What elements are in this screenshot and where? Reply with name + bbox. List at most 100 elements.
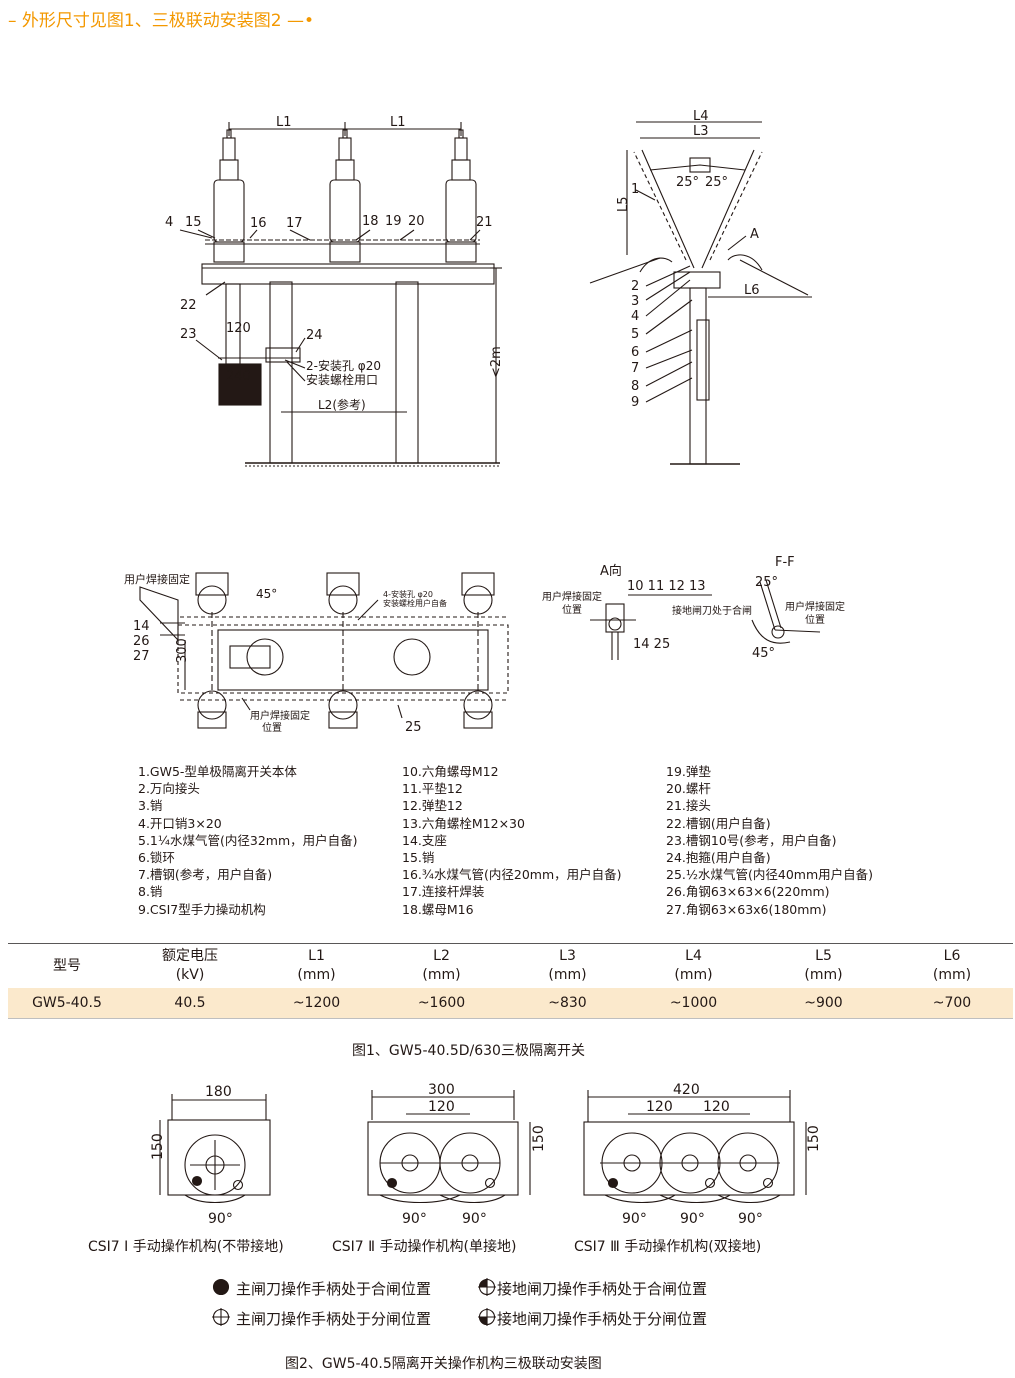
part-item: 27.角钢63×63x6(180mm): [666, 901, 827, 917]
svg-text:4: 4: [165, 215, 173, 230]
table-header-cell: L5(mm): [756, 943, 891, 988]
svg-text:用户焊接固定: 用户焊接固定: [542, 590, 602, 603]
main-open-icon: [212, 1308, 230, 1326]
legend-icons: [212, 1278, 496, 1326]
svg-text:17: 17: [286, 216, 303, 231]
svg-text:L4: L4: [693, 109, 709, 124]
svg-text:A: A: [750, 227, 759, 242]
svg-text:23: 23: [180, 327, 197, 342]
table-cell: ~900: [756, 988, 891, 1019]
part-item: 6.锁环: [138, 849, 175, 865]
svg-text:位置: 位置: [805, 613, 825, 626]
svg-text:A向: A向: [600, 563, 622, 579]
fig1-caption: 图1、GW5-40.5D/630三极隔离开关: [352, 1043, 585, 1059]
part-item: 15.销: [402, 849, 435, 865]
svg-text:90°: 90°: [680, 1211, 705, 1227]
side-elevation: [589, 121, 812, 465]
svg-text:120: 120: [428, 1099, 455, 1115]
svg-text:90°: 90°: [208, 1211, 233, 1227]
svg-text:90°: 90°: [462, 1211, 487, 1227]
mechanism-3-caption: CSI7 Ⅲ 手动操作机构(双接地): [574, 1239, 762, 1255]
svg-text:L5: L5: [616, 196, 631, 212]
svg-text:接地闸刀处于合闸: 接地闸刀处于合闸: [672, 604, 752, 617]
table-header-cell: L2(mm): [379, 943, 504, 988]
table-cell: ~830: [504, 988, 631, 1019]
svg-text:位置: 位置: [262, 721, 282, 734]
part-item: 2.万向接头: [138, 781, 200, 797]
svg-text:<2m: <2m: [489, 346, 504, 378]
svg-text:90°: 90°: [402, 1211, 427, 1227]
svg-text:25°: 25°: [676, 175, 699, 190]
svg-text:14: 14: [133, 619, 150, 634]
svg-text:L2(参考): L2(参考): [318, 397, 366, 412]
svg-text:用户焊接固定: 用户焊接固定: [250, 709, 310, 722]
svg-text:45°: 45°: [752, 646, 775, 661]
section-header: – 外形尺寸见图1、三极联动安装图2 —•: [8, 11, 314, 31]
a-view: [590, 594, 712, 660]
legend-ground-open: 接地闸刀操作手柄处于分闸位置: [497, 1310, 708, 1328]
svg-text:L3: L3: [693, 124, 709, 139]
svg-text:16: 16: [250, 216, 267, 231]
svg-text:120: 120: [703, 1099, 730, 1115]
svg-text:4-安装孔 φ20: 4-安装孔 φ20: [383, 589, 433, 599]
table-header-cell: L4(mm): [631, 943, 756, 988]
mechanism-drawings: 180 150 90° 300 120 150 90° 90° 420 120 …: [150, 1082, 822, 1227]
table-header-row: 型号 额定电压(kV) L1(mm) L2(mm) L3(mm) L4(mm) …: [8, 943, 1013, 988]
part-item: 20.螺杆: [666, 781, 711, 797]
svg-text:位置: 位置: [562, 603, 582, 616]
ground-open-icon: [478, 1308, 496, 1326]
table-cell: GW5-40.5: [8, 988, 126, 1019]
svg-text:25: 25: [405, 720, 422, 735]
table-header-cell: 额定电压(kV): [126, 943, 254, 988]
part-item: 5.1¼水煤气管(内径32mm，用户自备): [138, 832, 358, 848]
part-item: 3.销: [138, 798, 163, 814]
table-header-cell: L3(mm): [504, 943, 631, 988]
table-header-cell: L6(mm): [891, 943, 1013, 988]
svg-text:19: 19: [385, 214, 402, 229]
svg-text:4: 4: [631, 309, 639, 324]
svg-text:21: 21: [476, 215, 493, 230]
svg-text:150: 150: [531, 1125, 547, 1152]
part-item: 14.支座: [402, 832, 447, 848]
fig2-caption: 图2、GW5-40.5隔离开关操作机构三极联动安装图: [285, 1356, 602, 1372]
svg-text:安装螺栓用户自备: 安装螺栓用户自备: [383, 598, 447, 608]
spec-table: 型号 额定电压(kV) L1(mm) L2(mm) L3(mm) L4(mm) …: [8, 943, 1013, 1019]
legend-ground-closed: 接地闸刀操作手柄处于合闸位置: [497, 1280, 708, 1298]
svg-text:26: 26: [133, 634, 150, 649]
svg-text:8: 8: [631, 379, 639, 394]
svg-text:14 25: 14 25: [633, 637, 670, 652]
svg-text:150: 150: [806, 1125, 822, 1152]
ff-view: [751, 579, 821, 644]
part-item: 21.接头: [666, 798, 711, 814]
part-item: 24.抱箍(用户自备): [666, 849, 771, 865]
parts-column-2: 10.六角螺母M12 11.平垫12 12.弹垫12 13.六角螺栓M12×30…: [402, 763, 622, 918]
ground-closed-icon: [478, 1278, 496, 1296]
svg-text:7: 7: [631, 361, 639, 376]
svg-text:25°: 25°: [755, 575, 778, 590]
mechanism-1: [159, 1094, 271, 1203]
table-cell: ~1200: [254, 988, 379, 1019]
part-item: 10.六角螺母M12: [402, 764, 499, 779]
mechanism-3: [583, 1090, 807, 1203]
part-item: 17.连接杆焊装: [402, 884, 485, 900]
svg-text:5: 5: [631, 327, 639, 342]
svg-text:25°: 25°: [705, 175, 728, 190]
svg-text:45°: 45°: [256, 587, 277, 601]
table-header-cell: L1(mm): [254, 943, 379, 988]
svg-text:300: 300: [428, 1082, 455, 1098]
svg-text:22: 22: [180, 298, 197, 313]
part-item: 18.螺母M16: [402, 901, 474, 917]
svg-text:L6: L6: [744, 283, 760, 298]
table-cell: 40.5: [126, 988, 254, 1019]
part-item: 8.销: [138, 884, 163, 900]
legend-main-closed: 主闸刀操作手柄处于合闸位置: [236, 1280, 432, 1298]
part-item: 4.开口销3×20: [138, 815, 222, 831]
svg-text:F-F: F-F: [775, 555, 795, 570]
svg-text:240: 240: [226, 369, 251, 384]
legend-main-open: 主闸刀操作手柄处于分闸位置: [236, 1310, 432, 1328]
part-item: 1.GW5-型单极隔离开关本体: [138, 764, 297, 779]
svg-text:2: 2: [631, 279, 639, 294]
svg-text:300: 300: [175, 638, 190, 663]
part-item: 22.槽钢(用户自备): [666, 815, 771, 831]
fig1-drawing: L1 L1 4 15 16 17 18 19 20 21 22 23 120 2…: [124, 109, 845, 735]
